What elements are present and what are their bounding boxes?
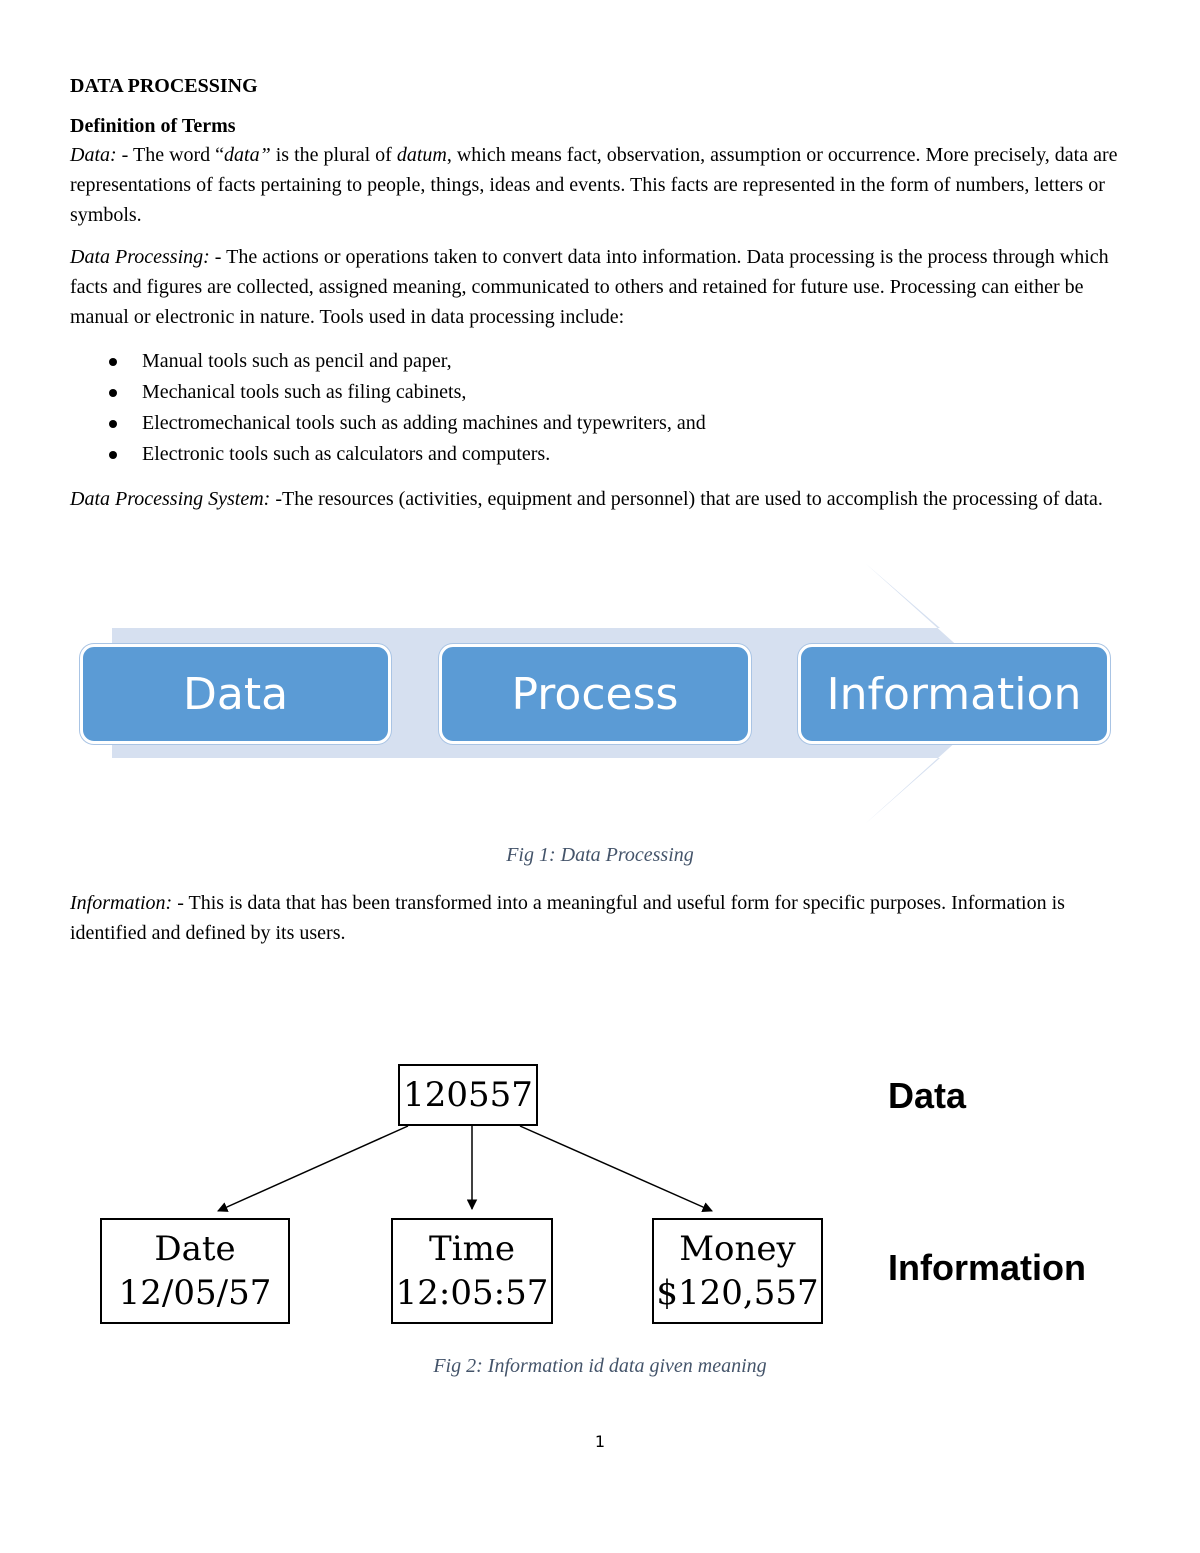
flow-step-data: Data [80,644,391,744]
list-item-text: Manual tools such as pencil and paper, [142,350,452,372]
data-definition-text-2: is the plural of [270,144,397,166]
list-item: Mechanical tools such as filing cabinets… [109,377,1132,408]
term-data-processing-system: Data Processing System: [70,488,271,510]
tree-child-value: $120,557 [656,1273,819,1313]
tree-child-time: Time 12:05:57 [391,1218,553,1324]
data-definition: Data: - The word “data” is the plural of… [70,140,1132,230]
flow-step-process: Process [439,644,751,744]
tree-child-money: Money $120,557 [652,1218,823,1324]
tree-child-value: 12/05/57 [118,1273,272,1313]
data-definition-quoted: data” [224,144,271,166]
tree-child-label: Time [429,1229,515,1269]
list-item: Electronic tools such as calculators and… [109,439,1132,470]
flow-step-information: Information [798,644,1110,744]
processing-definition-text: - The actions or operations taken to con… [70,246,1109,328]
data-definition-text-3: , which means fact, observation, assumpt… [70,144,1118,226]
tree-root-value: 120557 [403,1075,533,1115]
information-definition-text: - This is data that has been transformed… [70,892,1065,944]
tree-child-label: Money [679,1229,796,1269]
document-body: DATA PROCESSING Definition of Terms Data… [70,72,1132,528]
tree-connectors [217,1125,713,1212]
bullet-icon [109,389,117,397]
list-item-text: Electromechanical tools such as adding m… [142,412,706,434]
bullet-icon [109,451,117,459]
list-item-text: Mechanical tools such as filing cabinets… [142,381,467,403]
figure-information-tree: 120557 Date 12/05/57 Time 12:05:57 Money… [0,1040,1200,1377]
data-definition-datum: datum [396,144,447,166]
connector-to-money [519,1125,713,1212]
list-item: Manual tools such as pencil and paper, [109,346,1132,377]
bullet-icon [109,358,117,366]
system-definition-text: -The resources (activities, equipment an… [270,488,1103,510]
system-definition: Data Processing System: -The resources (… [70,484,1132,514]
tree-label-information: Information [888,1247,1086,1288]
data-definition-text-1: - The word “ [116,144,225,166]
figure-1-caption: Fig 1: Data Processing [506,844,694,866]
tree-child-value: 12:05:57 [395,1273,549,1313]
term-data: Data: [70,144,117,166]
information-section: Information: - This is data that has bee… [70,888,1132,962]
tree-label-data: Data [888,1075,967,1116]
figure-2-caption: Fig 2: Information id data given meaning [433,1355,767,1377]
page-number: 1 [594,1432,606,1451]
section-heading: Definition of Terms [70,115,236,137]
tree-root-box: 120557 [398,1064,538,1126]
list-item-text: Electronic tools such as calculators and… [142,443,551,465]
document-title: DATA PROCESSING [70,75,258,97]
tree-child-date: Date 12/05/57 [100,1218,290,1324]
tree-child-label: Date [154,1229,236,1269]
information-definition: Information: - This is data that has bee… [70,888,1132,948]
processing-definition: Data Processing: - The actions or operat… [70,242,1132,332]
figure-data-processing: Data Process Information Fig 1: Data Pro… [0,560,1200,866]
tools-list: Manual tools such as pencil and paper, M… [70,346,1132,470]
term-data-processing: Data Processing: [70,246,210,268]
connector-to-date [217,1125,409,1212]
list-item: Electromechanical tools such as adding m… [109,408,1132,439]
term-information: Information: [70,892,173,914]
bullet-icon [109,420,117,428]
